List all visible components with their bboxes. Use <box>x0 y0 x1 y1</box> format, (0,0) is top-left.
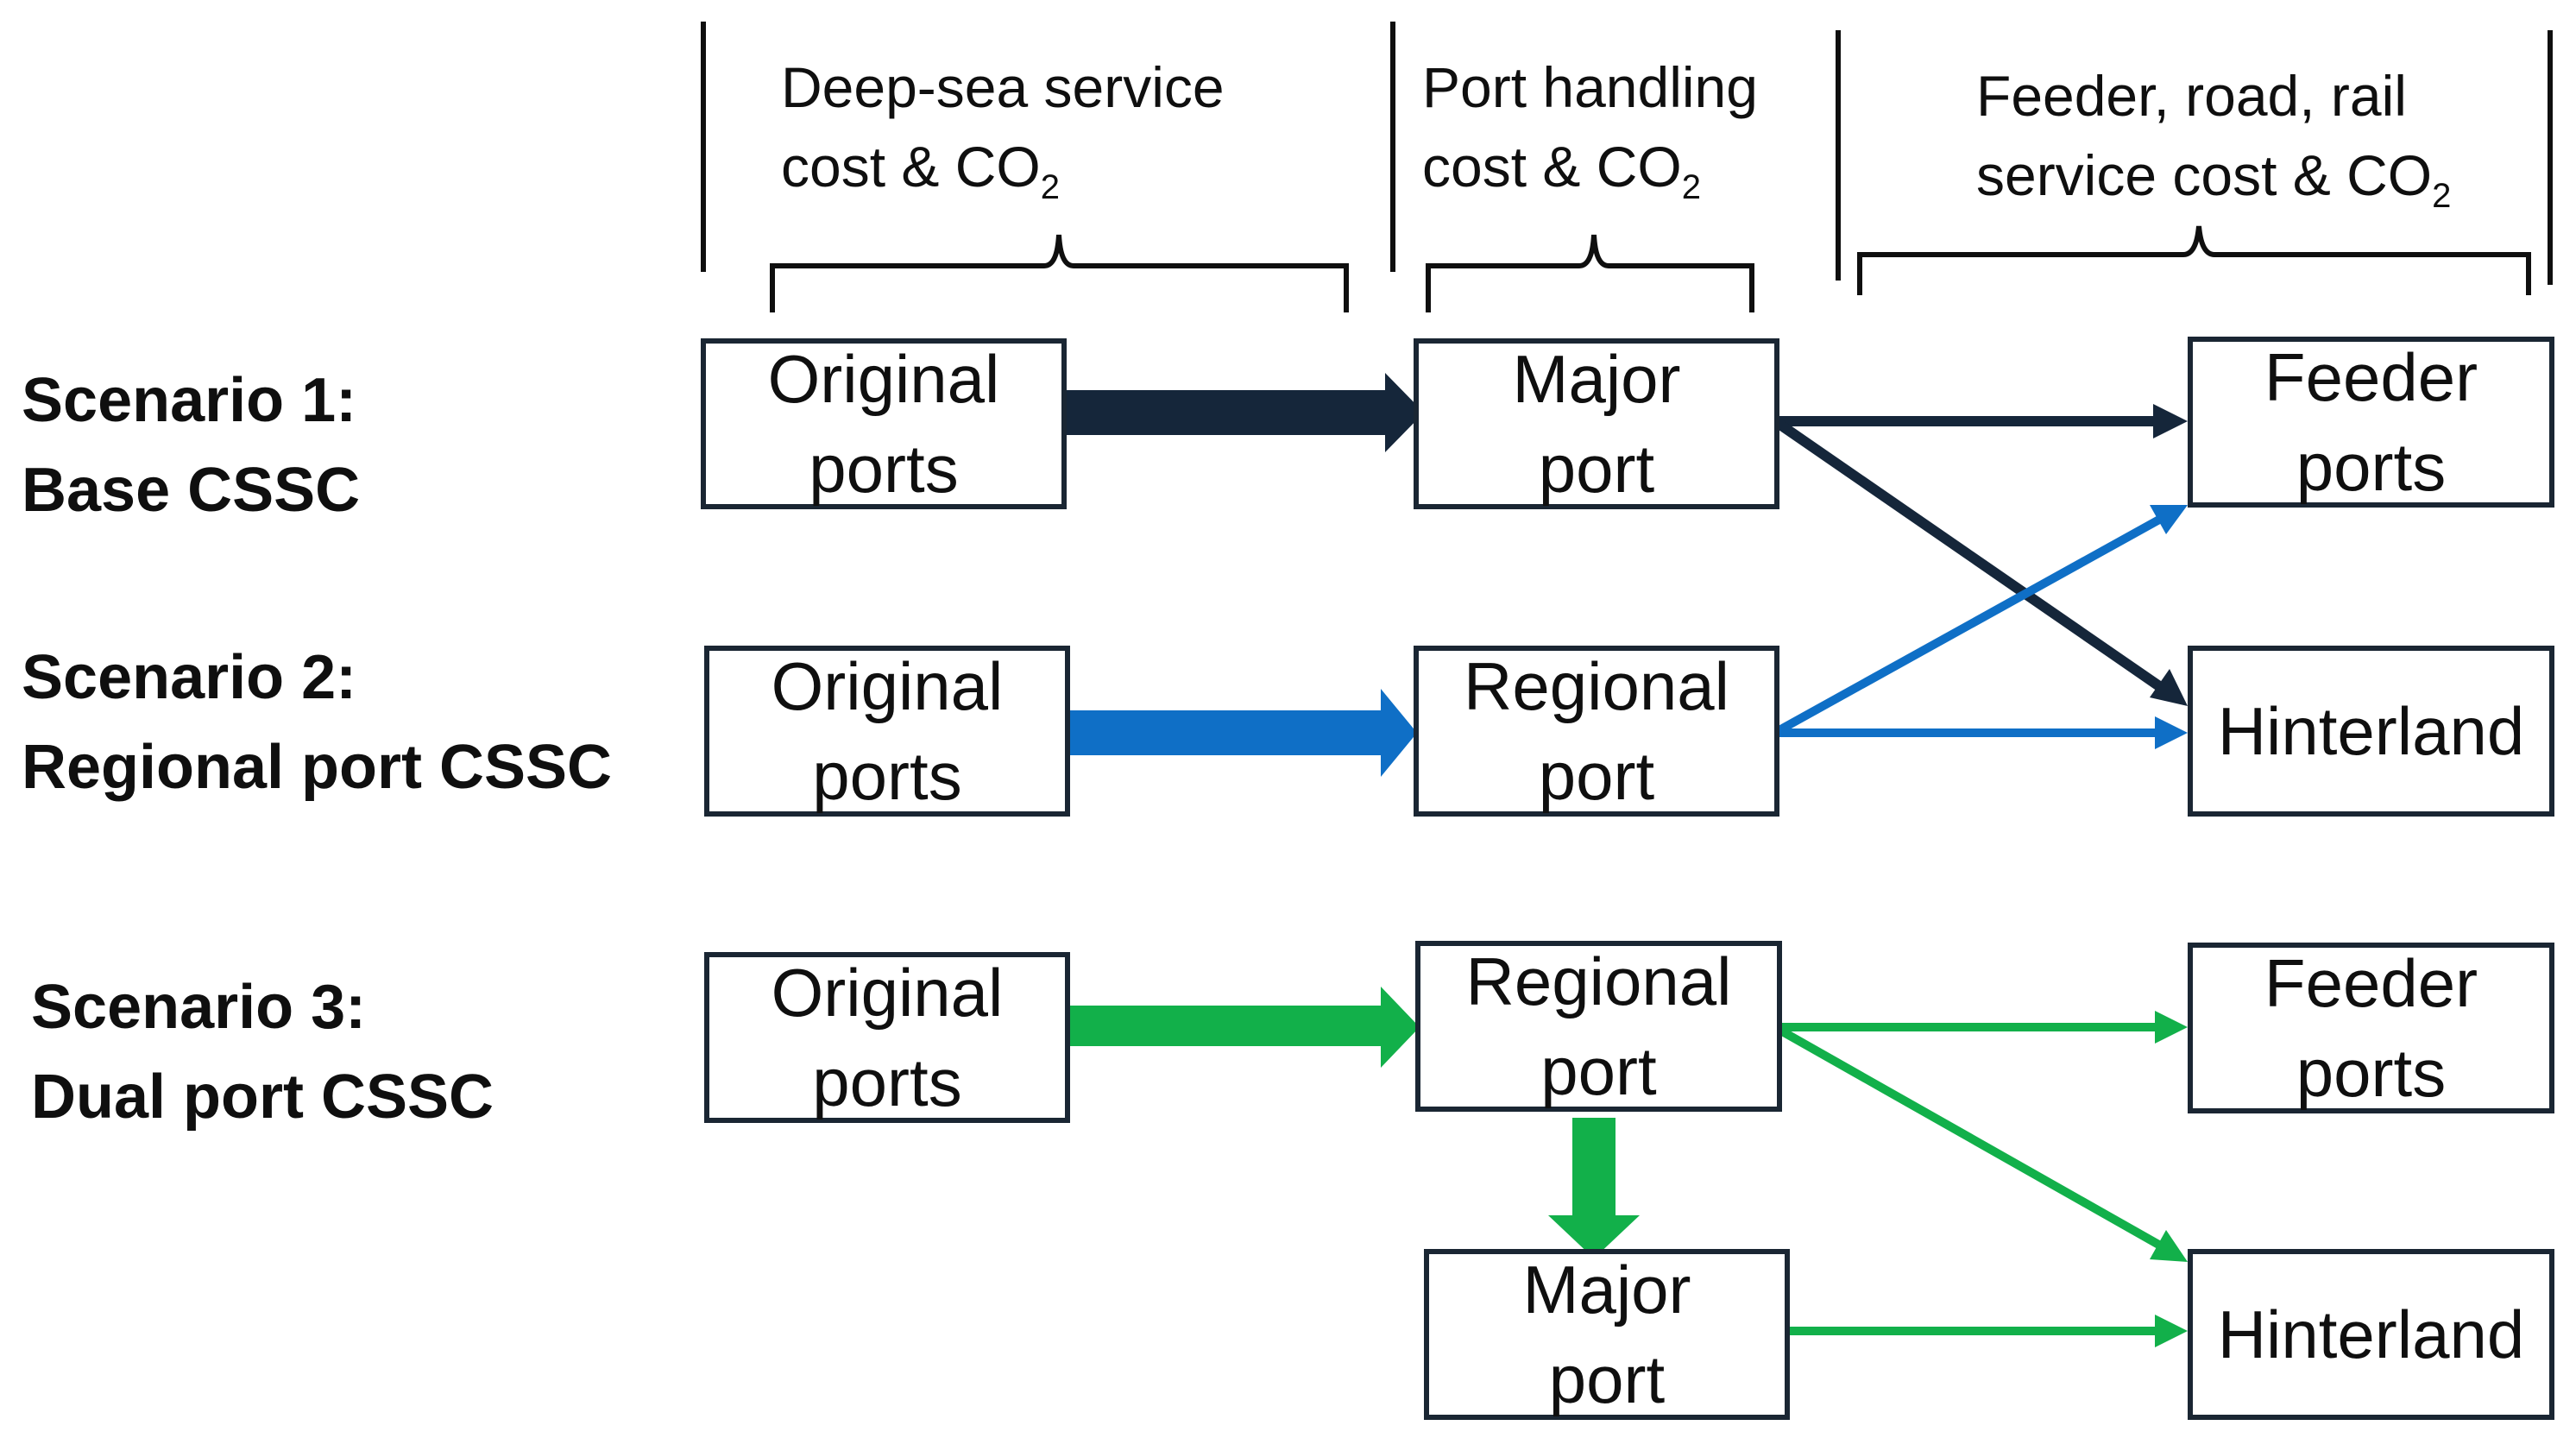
s2-hub-to-feeder-arrowhead <box>2150 505 2188 534</box>
s3-hub-to-hinterland-arrow-shaft <box>1775 1025 2164 1251</box>
s3-major-port-node: Major port <box>1424 1249 1790 1420</box>
header-port-handling-line2: cost & CO2 <box>1422 135 1701 206</box>
header-deep-sea-line1: Deep-sea service <box>781 55 1225 119</box>
node-label: port <box>1538 431 1655 507</box>
scenario-2-subtitle: Regional port CSSC <box>22 733 613 802</box>
s3-hinterland-node: Hinterland <box>2188 1249 2554 1420</box>
s3-original-ports-node: Original ports <box>704 952 1070 1123</box>
node-label: Original <box>771 648 1004 724</box>
s1-major-port-node: Major port <box>1414 338 1779 509</box>
s1-hub-to-feeder-arrowhead <box>2153 404 2188 438</box>
header-feeder: Feeder, road, rail service cost & CO2 <box>1976 56 2451 215</box>
s1-feeder-ports-node: Feeder ports <box>2188 337 2554 508</box>
node-label: Feeder <box>2264 339 2478 415</box>
node-label: port <box>1540 1033 1657 1109</box>
node-label: port <box>1538 738 1655 814</box>
brace-deep-sea <box>770 234 1349 312</box>
s3-hub-to-hinterland-arrowhead <box>2150 1230 2188 1262</box>
node-label: ports <box>809 431 959 507</box>
s3-hub-to-feeder-arrowhead <box>2155 1011 2188 1044</box>
header-deep-sea: Deep-sea service cost & CO2 <box>781 47 1225 206</box>
node-label: Feeder <box>2264 945 2478 1021</box>
node-label: Major <box>1522 1252 1691 1328</box>
node-label: ports <box>2296 1035 2447 1111</box>
node-label: port <box>1548 1341 1666 1417</box>
scenario-2-label: Scenario 2: Regional port CSSC <box>22 633 612 812</box>
node-label: Hinterland <box>2217 693 2525 769</box>
scenario-1-subtitle: Base CSSC <box>22 456 361 525</box>
scenario-1-title: Scenario 1: <box>22 366 357 435</box>
s3-deep-sea-arrow <box>1064 987 1420 1068</box>
scenario-3-subtitle: Dual port CSSC <box>31 1063 494 1132</box>
node-label: ports <box>812 738 962 814</box>
brace-feeder <box>1857 225 2531 295</box>
s2-deep-sea-arrow <box>1066 689 1417 777</box>
s3-major-to-hinterland-arrowhead <box>2155 1315 2188 1347</box>
s2-original-ports-node: Original ports <box>704 646 1070 817</box>
s2-regional-port-node: Regional port <box>1414 646 1779 817</box>
s1-hub-to-hinterland-arrowhead <box>2150 669 2188 706</box>
scenario-1-label: Scenario 1: Base CSSC <box>22 356 360 535</box>
s3-regional-port-node: Regional port <box>1415 941 1782 1112</box>
header-deep-sea-line2: cost & CO2 <box>781 135 1060 206</box>
node-label: ports <box>812 1044 962 1120</box>
s3-regional-to-major-arrow <box>1548 1118 1640 1258</box>
node-label: Original <box>771 955 1004 1031</box>
s2-hub-to-feeder-arrow-shaft <box>1775 515 2162 735</box>
node-label: Original <box>767 341 1000 417</box>
node-label: Regional <box>1465 943 1732 1019</box>
s2-hinterland-node: Hinterland <box>2188 646 2554 817</box>
s1-hub-to-hinterland-arrow-shaft <box>1774 419 2165 692</box>
scenario-3-label: Scenario 3: Dual port CSSC <box>31 962 494 1142</box>
node-label: ports <box>2296 429 2447 505</box>
header-feeder-line2: service cost & CO2 <box>1976 143 2452 215</box>
node-label: Major <box>1512 341 1681 417</box>
brace-port-handling <box>1426 234 1754 312</box>
s1-deep-sea-arrow <box>1064 373 1424 452</box>
header-feeder-line1: Feeder, road, rail <box>1976 64 2407 128</box>
node-label: Regional <box>1464 648 1729 724</box>
s2-hub-to-hinterland-arrowhead <box>2155 716 2188 749</box>
scenario-3-title: Scenario 3: <box>31 973 367 1042</box>
node-label: Hinterland <box>2217 1296 2525 1372</box>
s1-original-ports-node: Original ports <box>701 338 1067 509</box>
header-port-handling-line1: Port handling <box>1422 55 1758 119</box>
s3-feeder-ports-node: Feeder ports <box>2188 943 2554 1113</box>
header-port-handling: Port handling cost & CO2 <box>1422 47 1758 206</box>
scenario-2-title: Scenario 2: <box>22 643 357 712</box>
